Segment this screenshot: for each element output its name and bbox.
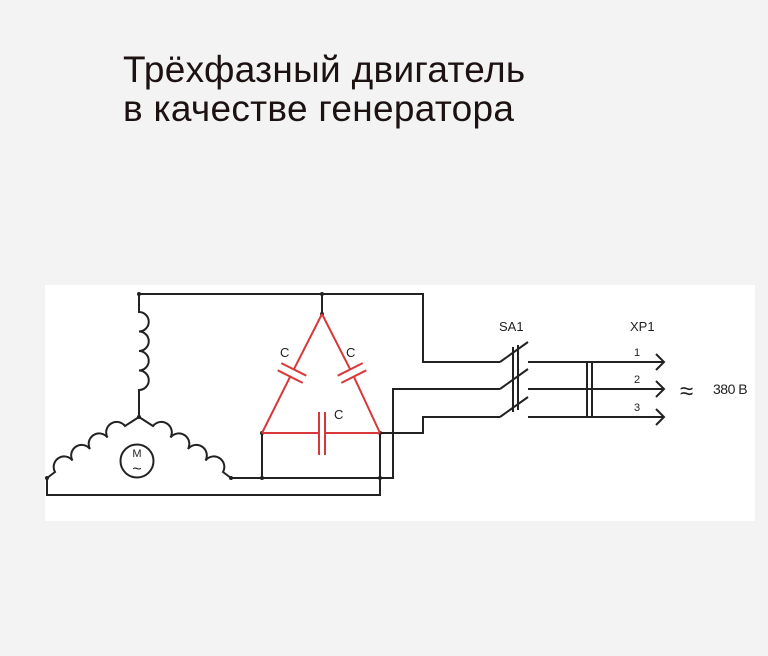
motor-ac-symbol: ~ — [132, 461, 141, 478]
connector-xp1: XP1 1 2 3 ≈ 380 В — [528, 319, 748, 426]
motor-circle — [119, 443, 155, 479]
switch-label: SA1 — [499, 319, 524, 334]
motor-windings — [46, 294, 232, 479]
winding-top — [138, 294, 150, 417]
output-number-3: 3 — [634, 402, 640, 414]
switch-sa1: SA1 — [499, 319, 529, 418]
title-line-2: в качестве генератора — [123, 88, 515, 129]
capacitor-label-right: C — [346, 345, 355, 360]
winding-left — [46, 416, 140, 479]
capacitor-bank: C C C — [261, 313, 381, 455]
ac-symbol: ≈ — [680, 378, 693, 405]
connector-label: XP1 — [630, 319, 655, 334]
winding-right — [138, 416, 232, 479]
capacitor-label-left: C — [280, 345, 289, 360]
output-voltage: 380 В — [713, 381, 747, 397]
capacitor-bottom — [262, 412, 380, 455]
diagram-panel — [45, 285, 755, 521]
capacitor-left — [261, 313, 323, 434]
title-line-1: Трёхфазный двигатель — [123, 49, 526, 90]
output-number-2: 2 — [634, 374, 640, 386]
output-number-1: 1 — [634, 347, 640, 359]
motor-symbol: M ~ — [119, 443, 155, 479]
capacitor-label-bottom: C — [334, 407, 343, 422]
motor-label: M — [132, 448, 141, 460]
wires — [46, 293, 500, 496]
capacitor-right — [321, 313, 381, 434]
